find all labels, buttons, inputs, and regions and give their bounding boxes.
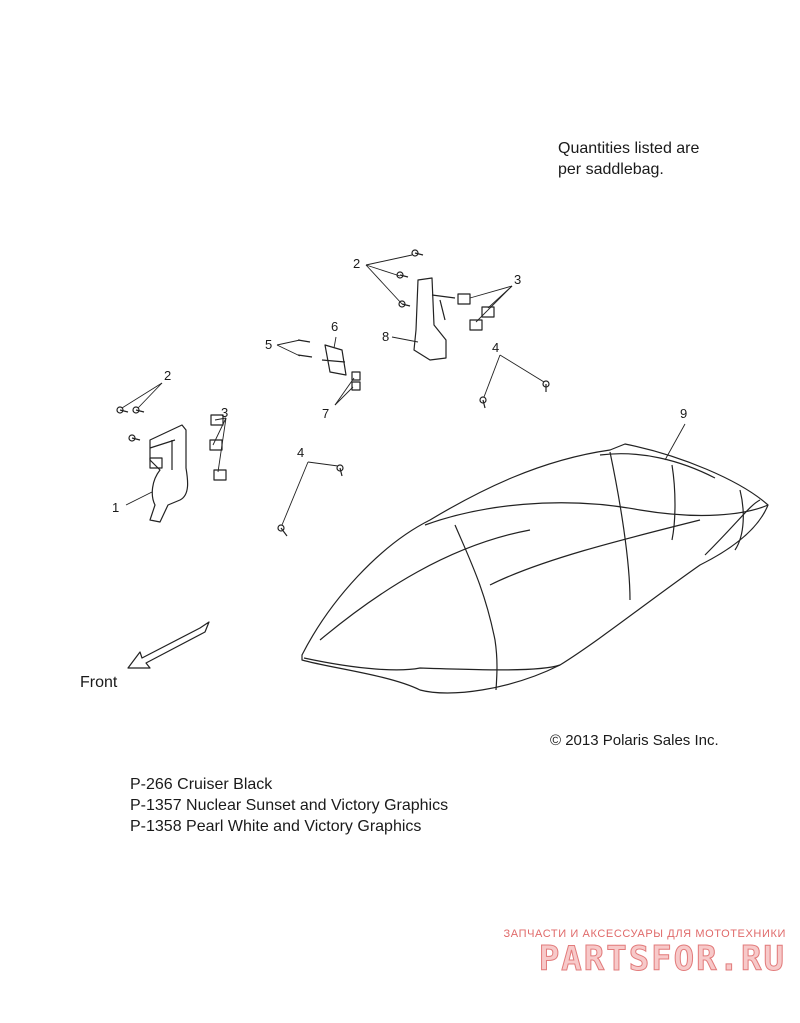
legend-item: P-1358 Pearl White and Victory Graphics (130, 818, 422, 835)
quantities-note: Quantities listed are per saddlebag. (558, 138, 699, 180)
callout-9: 9 (680, 406, 687, 421)
color-legend: P-266 Cruiser Black P-1357 Nuclear Sunse… (130, 774, 448, 837)
clip-set-3-left (149, 414, 227, 481)
callout-6: 6 (331, 319, 338, 334)
watermark-brand: PARTSFOR.RU (538, 939, 786, 979)
screws (116, 249, 550, 537)
legend-item: P-1357 Nuclear Sunset and Victory Graphi… (130, 797, 449, 814)
callout-1: 1 (112, 500, 119, 515)
copyright-text: © 2013 Polaris Sales Inc. (550, 732, 719, 749)
bracket-part-1 (149, 424, 189, 523)
legend-item: P-266 Cruiser Black (130, 776, 273, 793)
strap-part-6 (321, 344, 347, 376)
note-line-2: per saddlebag. (558, 161, 664, 178)
callout-7: 7 (322, 406, 329, 421)
callout-5: 5 (265, 337, 272, 352)
callout-3-left: 3 (221, 405, 228, 420)
front-label: Front (80, 674, 118, 691)
callout-numbers: 1 2 2 3 3 4 4 5 6 7 8 9 (112, 256, 687, 515)
saddlebag-part-9 (301, 443, 769, 694)
callout-8: 8 (382, 329, 389, 344)
front-arrow (127, 621, 210, 669)
callout-4-left: 4 (297, 445, 304, 460)
clip-set-3-right (457, 293, 495, 331)
bracket-part-8 (413, 277, 456, 361)
callout-4-right: 4 (492, 340, 499, 355)
note-line-1: Quantities listed are (558, 140, 700, 157)
leader-lines (121, 254, 686, 526)
watermark: ЗАПЧАСТИ И АКСЕССУАРЫ ДЛЯ МОТОТЕХНИКИ PA… (503, 928, 786, 979)
callout-3-right: 3 (514, 272, 521, 287)
clip-set-7 (351, 371, 361, 391)
watermark-subtitle: ЗАПЧАСТИ И АКСЕССУАРЫ ДЛЯ МОТОТЕХНИКИ (503, 928, 786, 940)
callout-2-right: 2 (353, 256, 360, 271)
callout-2-left: 2 (164, 368, 171, 383)
